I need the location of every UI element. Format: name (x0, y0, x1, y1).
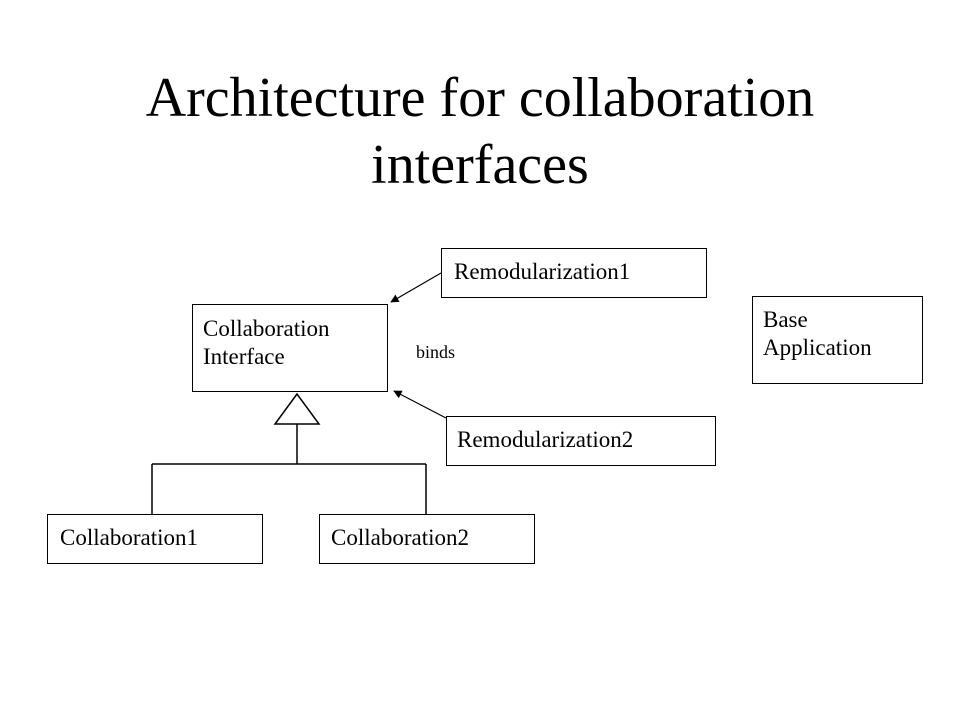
slide-title-line-1: Architecture for collaboration (145, 67, 815, 129)
base-application-box: Base Application (752, 296, 923, 384)
remodularization1-box: Remodularization1 (441, 248, 707, 298)
inheritance-triangle (273, 392, 321, 425)
collaboration-interface-label-line1: Collaboration (203, 316, 330, 341)
collaboration-interface-box: Collaboration Interface (192, 304, 388, 392)
collaboration2-label: Collaboration2 (331, 525, 469, 550)
collaboration2-box: Collaboration2 (319, 514, 535, 564)
remodularization2-box: Remodularization2 (446, 416, 716, 466)
base-application-label-line2: Application (763, 335, 872, 360)
base-application-label-line1: Base (763, 307, 808, 332)
collaboration1-label: Collaboration1 (60, 525, 198, 550)
collaboration-interface-label-line2: Interface (203, 344, 285, 369)
remodularization1-label: Remodularization1 (454, 259, 631, 284)
collaboration1-box: Collaboration1 (47, 514, 263, 564)
binds-label: binds (416, 342, 456, 362)
binds-arrow-remodularization1 (390, 272, 442, 303)
slide-title-line-2: interfaces (371, 134, 589, 196)
remodularization2-label: Remodularization2 (457, 427, 634, 452)
binds-arrow-remodularization2 (393, 390, 447, 419)
